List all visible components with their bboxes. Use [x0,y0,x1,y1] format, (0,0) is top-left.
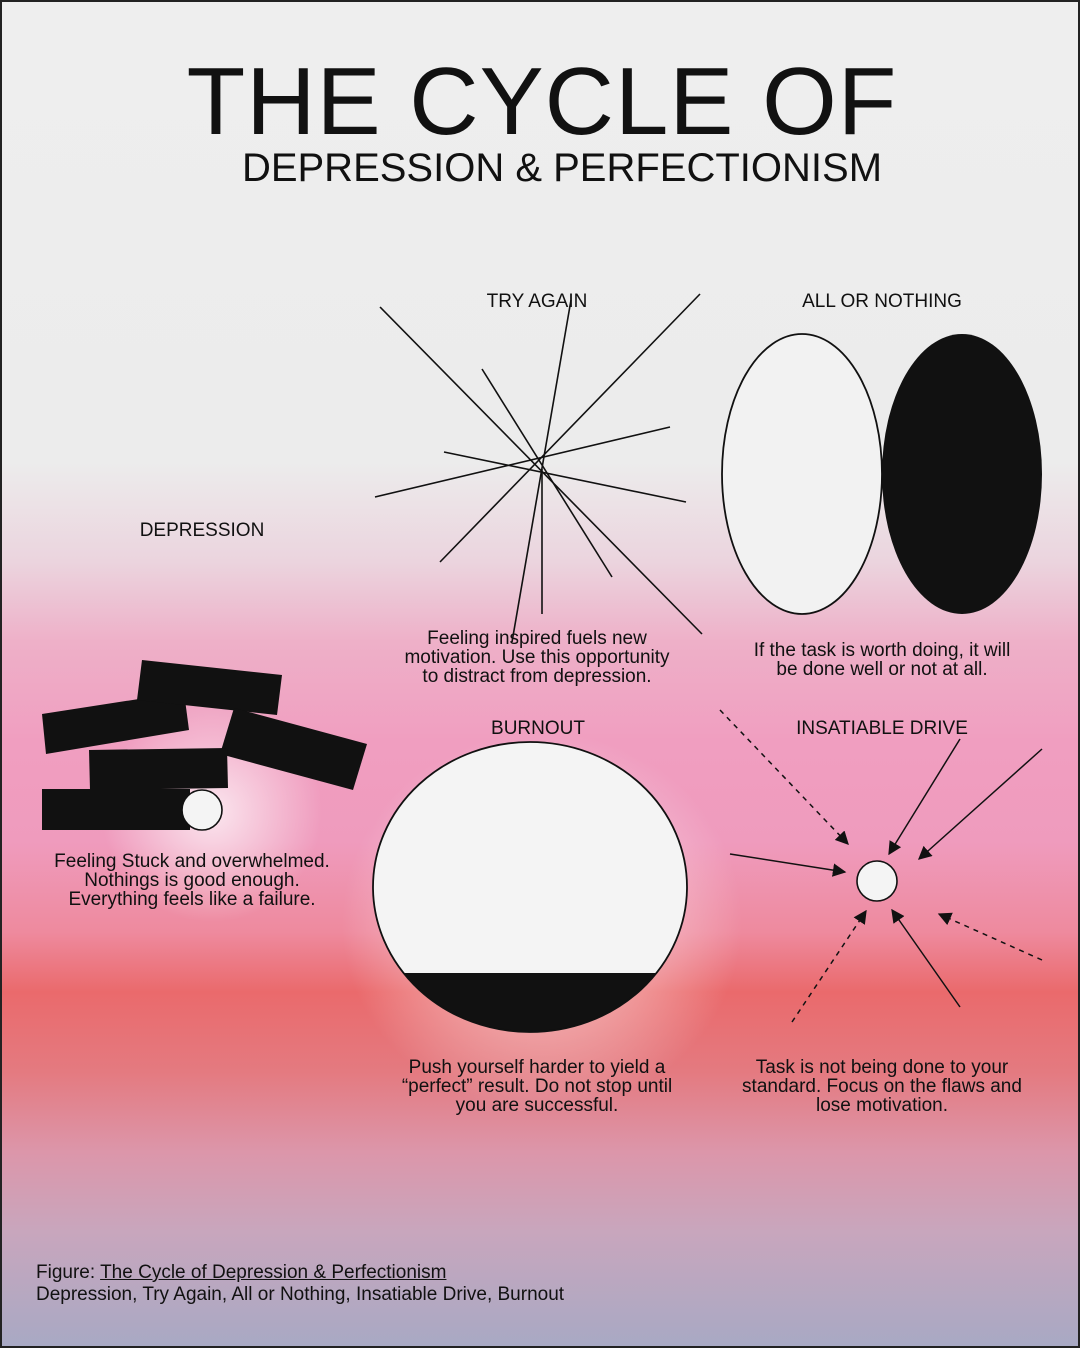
stacked-blocks-icon [42,660,367,831]
page-subtitle: DEPRESSION & PERFECTIONISM [241,146,883,190]
figure-caption: Figure: The Cycle of Depression & Perfec… [36,1262,564,1306]
label-depression: DEPRESSION [139,520,265,541]
figure-title-link[interactable]: The Cycle of Depression & Perfectionism [100,1262,447,1283]
figure-items: Depression, Try Again, All or Nothing, I… [36,1284,565,1305]
description-all-or-nothing: If the task is worth doing, it will be d… [753,640,1011,680]
black-ellipse [882,334,1042,614]
burnout-circle-icon [372,741,688,1033]
white-ellipse [721,333,883,615]
figure-prefix: Figure: [36,1262,101,1283]
description-insatiable-drive: Task is not being done to your standard.… [742,1057,1022,1116]
figure-caption-line: Figure: The Cycle of Depression & Perfec… [36,1262,564,1284]
label-try-again: TRY AGAIN [486,291,588,312]
all-or-nothing-ellipses-icon [721,333,1042,615]
page-title: THE CYCLE OF [186,48,898,155]
insatiable-drive-center-circle [856,860,898,902]
label-all-or-nothing: ALL OR NOTHING [802,291,962,312]
description-try-again: Feeling inspired fuels new motivation. U… [404,628,670,687]
description-depression: Feeling Stuck and overwhelmed. Nothings … [54,851,330,910]
starburst-icon [374,293,703,643]
description-burnout: Push yourself harder to yield a “perfect… [401,1057,673,1116]
insatiable-drive-arrows-icon [719,709,1043,1023]
label-insatiable-drive: INSATIABLE DRIVE [796,718,968,739]
label-burnout: BURNOUT [491,718,585,739]
